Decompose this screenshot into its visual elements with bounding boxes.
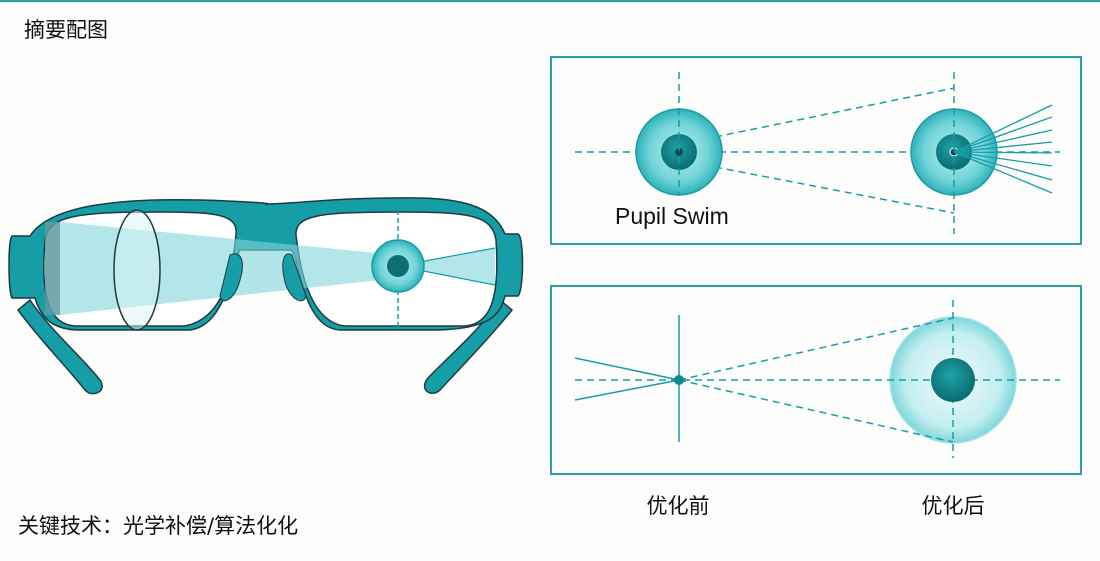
left-nose-pad [219, 253, 243, 302]
ar-glasses-illustration [8, 197, 524, 395]
exit-beam [398, 248, 495, 285]
pupil-swim-panel [550, 56, 1082, 245]
pupil [387, 255, 409, 277]
right-nose-pad [282, 253, 307, 302]
before-label: 优化前 [646, 494, 710, 518]
lens-element [113, 209, 161, 331]
left-temple [16, 298, 103, 395]
display-panel [45, 222, 60, 315]
focal-point [674, 375, 684, 385]
key-technology-caption: 关键技术：光学补偿/算法化化 [18, 514, 299, 538]
after-label: 优化后 [921, 494, 985, 518]
page-title: 摘要配图 [24, 18, 108, 42]
right-temple [423, 298, 514, 394]
optimization-panel [550, 285, 1082, 475]
pupil-swim-label: Pupil Swim [615, 203, 729, 229]
light-rays [953, 104, 1053, 194]
